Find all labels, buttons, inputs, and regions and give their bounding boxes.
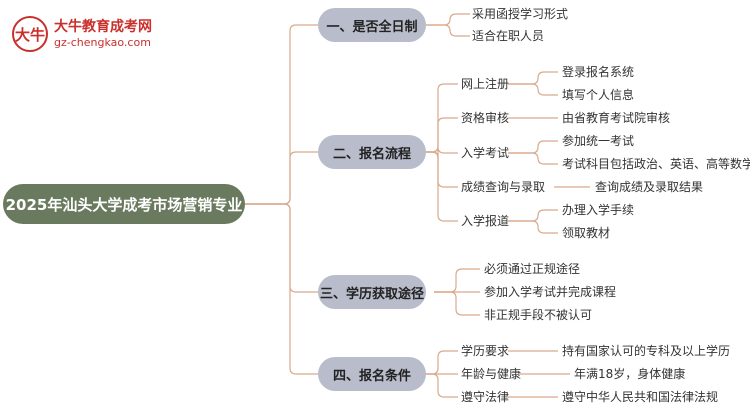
logo-icon: 大牛 xyxy=(12,16,48,52)
logo-title: 大牛教育成考网 xyxy=(54,19,152,35)
leaf-node: 考试科目包括政治、英语、高等数学 xyxy=(562,157,750,171)
connector-line xyxy=(426,24,470,37)
connector-line xyxy=(426,373,458,398)
logo-url: gz-chengkao.com xyxy=(54,36,151,49)
leaf-node: 非正规手段不被认可 xyxy=(484,308,593,322)
leaf-node: 年满18岁，身体健康 xyxy=(574,367,686,381)
connector-line xyxy=(245,151,318,205)
leaf-node: 采用函授学习形式 xyxy=(472,7,569,21)
leaf-node: 填写个人信息 xyxy=(562,88,635,102)
sub-node: 网上注册 xyxy=(461,77,510,91)
brand-logo: 大牛 大牛教育成考网 gz-chengkao.com xyxy=(12,16,152,52)
leaf-node: 参加入学考试并完成课程 xyxy=(484,285,617,299)
sub-node: 成绩查询与录取 xyxy=(461,180,546,194)
connector-line xyxy=(508,140,558,154)
connector-line xyxy=(508,83,558,96)
connector-line xyxy=(434,268,480,293)
branch-node-3: 三、学历获取途径 xyxy=(318,275,426,309)
leaf-node: 参加统一考试 xyxy=(562,134,635,148)
connector-line xyxy=(508,209,558,222)
branch-node-2: 二、报名流程 xyxy=(318,135,426,169)
leaf-node: 适合在职人员 xyxy=(472,29,545,43)
leaf-node: 查询成绩及录取结果 xyxy=(595,180,704,194)
leaf-node: 领取教材 xyxy=(562,226,611,240)
connector-line xyxy=(426,117,458,153)
root-node: 2025年汕头大学成考市场营销专业 xyxy=(3,184,245,224)
leaf-node: 办理入学手续 xyxy=(562,203,635,217)
connector-line xyxy=(508,152,558,165)
connector-line xyxy=(426,13,470,26)
connector-line xyxy=(508,220,558,234)
branch-node-1: 一、是否全日制 xyxy=(318,8,426,42)
leaf-node: 遵守中华人民共和国法律法规 xyxy=(562,390,719,404)
leaf-node: 登录报名系统 xyxy=(562,65,635,79)
logo-text: 大牛教育成考网 gz-chengkao.com xyxy=(54,18,152,50)
sub-node: 学历要求 xyxy=(461,344,510,358)
connector-line xyxy=(426,350,458,375)
connector-line xyxy=(426,151,458,222)
sub-node: 入学考试 xyxy=(461,146,510,160)
connector-line xyxy=(245,24,318,205)
connector-line xyxy=(434,291,480,316)
sub-node: 资格审核 xyxy=(461,111,510,125)
leaf-node: 由省教育考试院审核 xyxy=(562,111,671,125)
sub-node: 年龄与健康 xyxy=(461,367,522,381)
leaf-node: 持有国家认可的专科及以上学历 xyxy=(562,344,731,358)
sub-node: 遵守法律 xyxy=(461,390,510,404)
branch-node-4: 四、报名条件 xyxy=(318,357,426,391)
connector-line xyxy=(508,71,558,85)
connector-line xyxy=(426,151,458,188)
connector-line xyxy=(245,203,318,375)
sub-node: 入学报道 xyxy=(461,214,510,228)
connector-line xyxy=(245,203,318,293)
leaf-node: 必须通过正规途径 xyxy=(484,262,581,276)
